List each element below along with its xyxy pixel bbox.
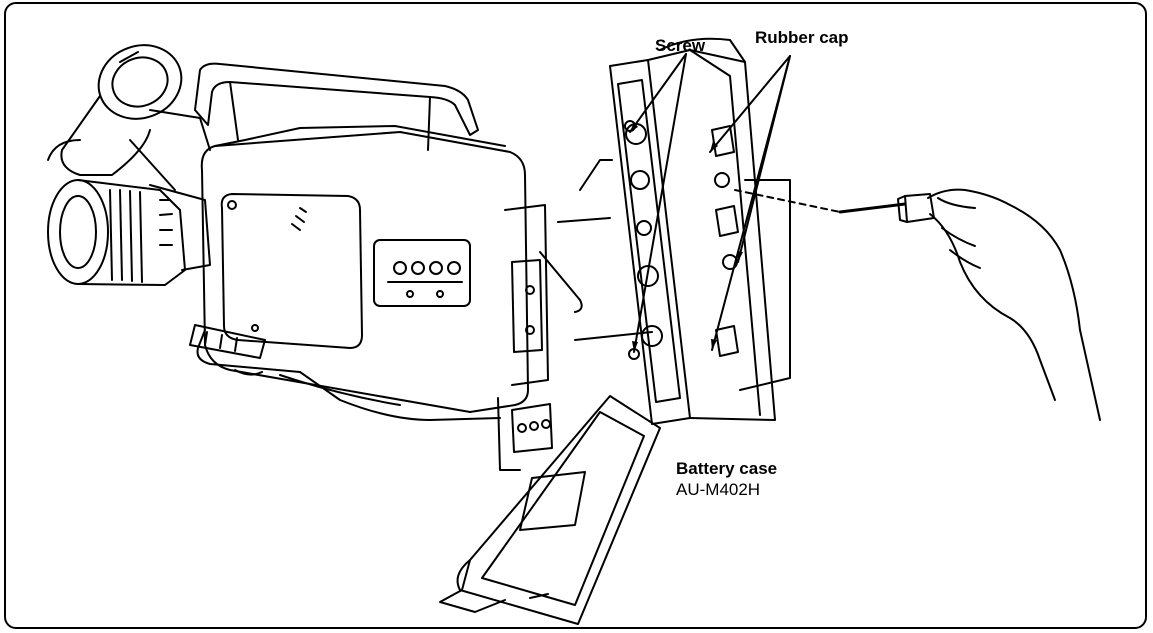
battery-case-label: Battery case <box>676 459 778 478</box>
lens-assembly <box>47 44 211 286</box>
screwdriver <box>838 193 935 223</box>
rubber-cap-label: Rubber cap <box>755 28 849 47</box>
callout-lines <box>629 53 791 353</box>
hand <box>927 188 1101 421</box>
camera-body <box>189 62 583 471</box>
illustration-frame <box>4 2 1147 629</box>
model-number-label: AU-M402H <box>676 480 761 499</box>
screw-label: Screw <box>655 36 706 55</box>
callout-arrowheads <box>630 122 743 352</box>
battery-case <box>439 37 791 625</box>
alignment-dashed-line <box>734 189 841 213</box>
